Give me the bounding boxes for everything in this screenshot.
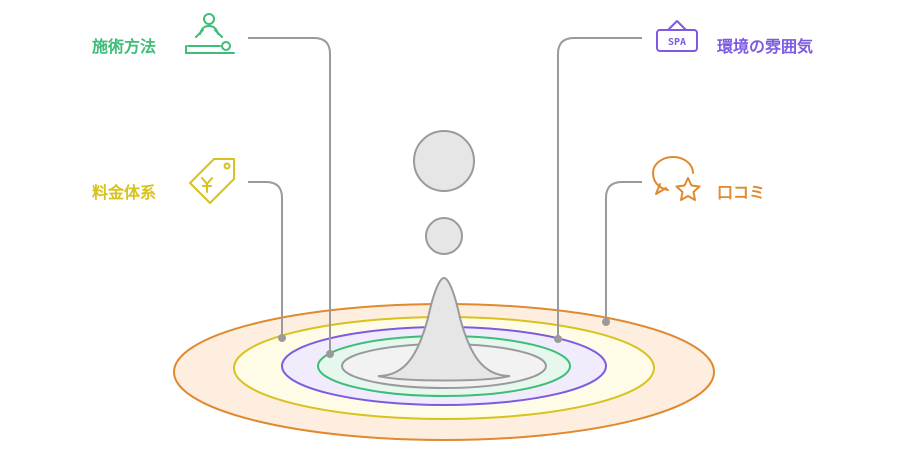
connector-dot-technique	[326, 350, 334, 358]
droplet-large	[413, 130, 475, 192]
connector-technique	[248, 37, 331, 354]
spa-sign-icon	[656, 20, 698, 52]
price-tag-yen-icon	[189, 158, 235, 204]
connector-dot-reviews	[602, 318, 610, 326]
connector-dot-pricing	[278, 334, 286, 342]
label-technique: 施術方法	[92, 37, 157, 56]
connector-dot-ambience	[554, 335, 562, 343]
chat-bubble-star-icon	[652, 156, 701, 201]
connector-pricing	[248, 181, 283, 338]
massage-icon	[185, 13, 235, 54]
label-pricing: 料金体系	[92, 183, 157, 202]
spa-sign-text: SPA	[668, 37, 686, 48]
label-ambience: 環境の雰囲気	[717, 37, 814, 56]
droplet-small	[425, 217, 463, 255]
splash-peak	[377, 276, 511, 382]
connector-reviews	[605, 181, 642, 322]
connector-ambience	[557, 37, 642, 339]
label-reviews: 口コミ	[717, 183, 766, 202]
